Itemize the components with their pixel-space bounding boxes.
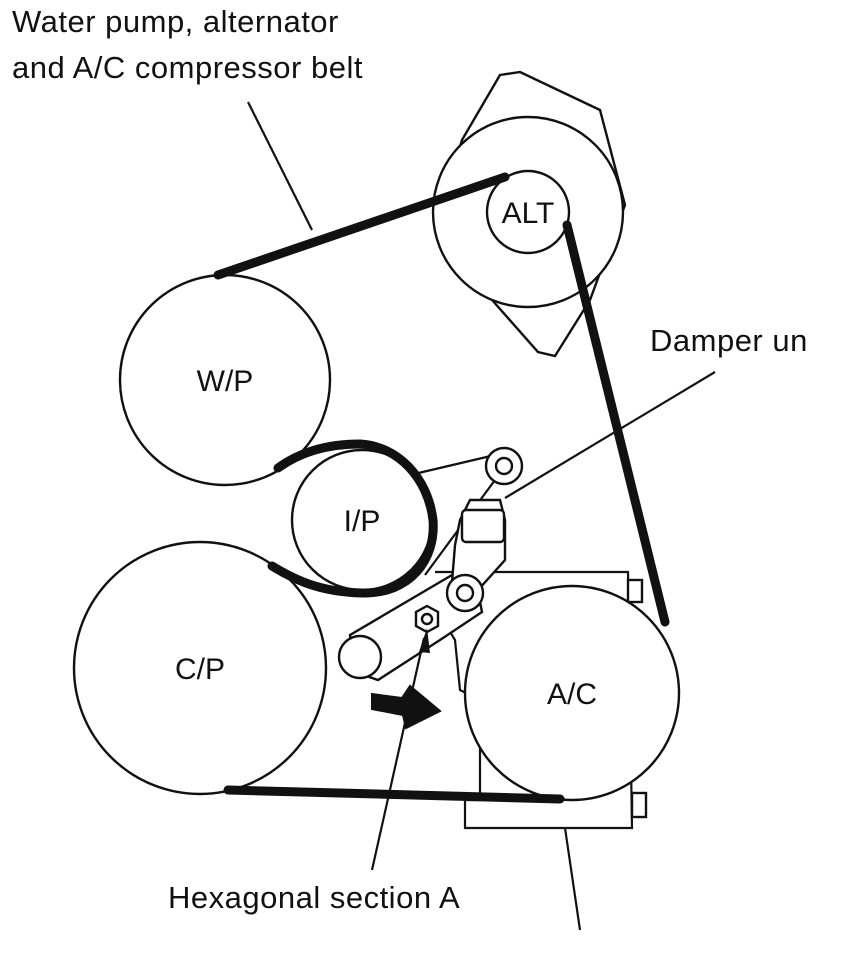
bracket-leader — [563, 827, 582, 931]
belt-label-line2: and A/C compressor belt — [12, 50, 363, 85]
damper-bottom-pivot-inner — [455, 583, 475, 603]
alternator-assembly: ALT — [431, 70, 627, 358]
ac-pulley — [463, 584, 681, 802]
bracket-bolt-top — [626, 578, 644, 604]
rotation-arrow — [371, 684, 442, 730]
cp-label: C/P — [175, 653, 225, 686]
damper-top-pivot-inner — [494, 456, 514, 476]
damper-sleeve — [460, 508, 506, 544]
damper-unit-label: Damper un — [650, 323, 808, 358]
tensioner-roller — [337, 634, 383, 680]
belt-wp-to-alt — [213, 172, 510, 280]
belt-label-line1: Water pump, alternator — [12, 4, 339, 39]
ac-label: A/C — [547, 678, 597, 711]
belt-wp-ip-wrap — [267, 439, 438, 598]
belt-cp-to-ac — [223, 785, 565, 804]
ip-label: I/P — [344, 505, 381, 538]
leader-lines — [247, 101, 716, 931]
drive-belt — [213, 172, 670, 804]
alt-pulley — [485, 169, 571, 255]
hex-leader — [370, 637, 426, 871]
tensioner-assembly — [337, 446, 524, 682]
damper-leader — [504, 371, 716, 499]
wp-label: W/P — [197, 365, 254, 398]
hexagonal-nut-hole — [420, 612, 434, 626]
belt-leader — [247, 101, 313, 231]
hexagonal-section-label: Hexagonal section A — [168, 880, 460, 915]
callouts: Water pump, alternator and A/C compresso… — [12, 4, 808, 915]
pulleys: W/P I/P C/P A/C — [72, 273, 681, 802]
hex-leader-arrowhead — [419, 628, 430, 653]
alt-label: ALT — [502, 197, 555, 230]
bracket-bolt-bottom — [630, 791, 648, 819]
arrow-icon — [371, 684, 442, 730]
belt-alt-to-ac — [562, 220, 670, 627]
cp-pulley — [72, 540, 328, 796]
